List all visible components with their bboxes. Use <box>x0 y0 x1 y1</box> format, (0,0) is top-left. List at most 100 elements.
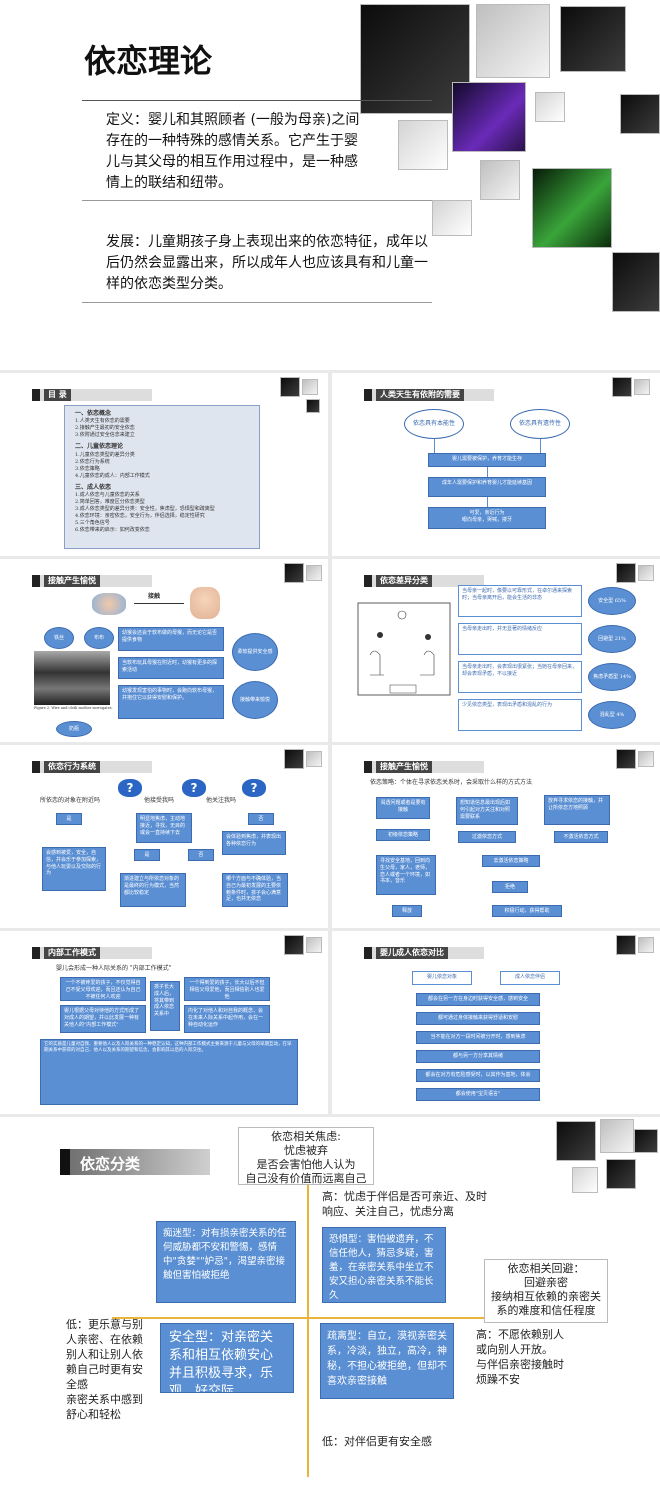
deco-square <box>284 563 304 583</box>
toc-item[interactable]: 2.简单回答，难度区分依恋类型 <box>75 499 145 506</box>
anxious-seeking-box: 明显地焦虑，主动地接近，寻找，无目的或会一直持续下去 <box>136 813 192 843</box>
oval-cloth: 布布 <box>84 627 114 649</box>
difference-row: 当母亲走出时，并无显著的情绪反应 <box>458 623 582 655</box>
strategy-subtitle: 依恋策略：个体在寻求依恋关系时，会采取什么样的方式方法 <box>370 779 533 786</box>
slide-header: 接触产生愉悦 <box>32 575 152 587</box>
no-box: 否 <box>188 849 214 861</box>
vertical-axis <box>307 1185 309 1477</box>
deco-square <box>280 377 300 397</box>
yes-box: 是 <box>134 849 160 861</box>
comparison-row: 当不能在对方一段时间被分开时，感到焦虑 <box>416 1031 540 1044</box>
toc-item[interactable]: 1.成人依恋与儿童依恋的关系 <box>75 492 140 499</box>
box-release: 释放 <box>392 905 422 917</box>
deco-square <box>638 751 654 767</box>
attachment-type-oval: 混乱型 4% <box>588 701 636 729</box>
dismissive-type-box: 疏离型：自立，漠视亲密关系，冷淡，独立，高冷，神秘，不担心被拒绝，但却不喜欢亲密… <box>320 1323 454 1399</box>
box-active-help: 积极行动，获得帮助 <box>492 905 562 917</box>
finding-box-1: 幼猴会还会于软布做的母猴，而无论它是否提供食物 <box>118 627 224 651</box>
deco-square <box>302 379 318 395</box>
title-bar <box>60 1149 210 1175</box>
box-infant-needs-protection: 婴儿需要被保护，养育才能生存 <box>428 453 546 467</box>
slide-attachment-behavior-system: 依恋行为系统 ? ? ? 所依恋的对象在附近吗 他接受我吗 他关注我吗 是 否 … <box>0 745 328 928</box>
deco-square-purple <box>452 82 526 152</box>
toc-item[interactable]: 2.依恋行为系统 <box>75 458 110 465</box>
toc-item[interactable]: 2.接触产生最初的安全依恋 <box>75 425 135 432</box>
slide-title: 依恋分类 <box>80 1155 141 1173</box>
question-mark-icon: ? <box>242 779 266 797</box>
finding-box-2: 当软布玩具母猴在附近时，幼猴有更多的探索活动 <box>118 657 224 679</box>
deco-square <box>360 4 470 114</box>
slide-attachment-strategy: 接触产生愉悦 依恋策略：个体在寻求依恋关系时，会采取什么样的方式方法 渴透问题或… <box>332 745 660 928</box>
comparison-row: 都会使用"宝贝语言" <box>416 1088 540 1101</box>
attachment-type-oval: 回避型 21% <box>588 625 636 653</box>
toc-item[interactable]: 1.人类天生有依恋的需要 <box>75 418 130 425</box>
finding-box-3: 幼猴发现害怕的事物时，会跑向软布母猴，并抱住它以获得安慰和保护。 <box>118 685 224 719</box>
deco-square <box>606 1159 636 1189</box>
anxiety-behavior-box: 会体验到焦虑，并表现出各种依恋行为 <box>222 831 286 855</box>
deco-square <box>616 749 636 769</box>
connector <box>540 439 541 453</box>
infant-header: 婴儿依恋对象 <box>412 971 472 985</box>
comparison-row: 都与另一方分享其情绪 <box>416 1050 540 1063</box>
box-give-up: 放弃寻求依恋的接触，并让所依恋方地照顾 <box>544 795 610 825</box>
slide-title: 依恋理论 <box>84 42 213 80</box>
deco-square <box>432 200 472 236</box>
deco-square <box>638 937 654 953</box>
definition-text: 定义：婴儿和其照顾者 (一般为母亲)之间存在的一种特殊的感情关系。它产生于婴儿与… <box>106 112 360 191</box>
baby-image <box>92 593 126 615</box>
divider-line <box>82 302 432 303</box>
expectation-box: 婴儿根据父母对待他的方式形成了对成人的期望，并以此发展一种有关他人的"内部工作模… <box>60 1005 146 1033</box>
oval-bottle: 奶瓶 <box>56 721 92 737</box>
secure-outcome-box: 会感到被爱，安全，自信，并会乐于参加探索，与他人玩耍以及交际的行为 <box>42 847 106 891</box>
slide-header: 依恋差异分类 <box>364 575 484 587</box>
toc-item[interactable]: 5.三个角色信号 <box>75 520 110 527</box>
difference-row: 少见依恋类型，表现出矛盾和混乱的行为 <box>458 699 582 731</box>
toc-section-title: 三、成人依恋 <box>75 483 112 491</box>
deco-square <box>620 94 660 134</box>
slide-attachment-differences: 依恋差异分类 当母亲一起时，像要以可靠形式，在卓尔通来探索时；当母亲离开后，能会… <box>332 559 660 742</box>
slide-contact-comfort: 接触产生愉悦 接触 铁丝 布布 Figure 2. Wire and cloth… <box>0 559 328 742</box>
box-non-activation: 不激活依恋方式 <box>554 831 608 843</box>
deco-square <box>535 92 565 122</box>
toc-item[interactable]: 3.成人依恋类型的差异分类：安全性，焦虑型，恐惧型和疏离型 <box>75 506 215 513</box>
difference-row: 当母亲走出时，会表现出很紧张；当她在母亲回来，却会表现矛盾，不以接近 <box>458 661 582 693</box>
connector <box>487 497 488 507</box>
toc-item[interactable]: 4.依恋环境：亲密依恋，安全行为，伴侣选择，稳定性研究 <box>75 513 205 520</box>
toc-section-title: 一、依恋概念 <box>75 410 112 417</box>
low-avoidance-text: 低：更乐意与别人亲密、在依赖别人和让别人依赖自己时更有安全感 亲密关系中感到舒心… <box>66 1318 143 1421</box>
deco-square <box>306 565 322 581</box>
deco-square <box>634 379 650 395</box>
slide-attachment-theory: 依恋理论 定义：婴儿和其照顾者 (一般为母亲)之间存在的一种特殊的感情关系。它产… <box>0 0 660 370</box>
deco-square <box>556 1121 596 1161</box>
deco-square <box>284 935 304 955</box>
box-deactivation-strategy: 去激活依恋策略 <box>482 855 540 867</box>
yes-box: 是 <box>56 813 82 825</box>
question-mark-icon: ? <box>182 779 206 797</box>
no-box: 否 <box>248 813 274 825</box>
deco-square <box>634 1129 658 1153</box>
slide-internal-working-model: 内部工作模式 婴儿会形成一种人际关系的 "内部工作模式" 一个不被疼爱的孩子，不… <box>0 931 328 1114</box>
deco-square <box>306 937 322 953</box>
toc-item[interactable]: 1.儿童依恋类型的差异分类 <box>75 451 135 458</box>
difference-row: 当母亲一起时，像要以可靠形式，在卓尔通来探索时；当母亲离开后，能会生活的非态 <box>458 585 582 617</box>
anxiety-dimension-box: 依恋相关焦虑: 忧虑被弃 是否会害怕他人认为 自己没有价值而远离自己 <box>238 1127 374 1185</box>
model-explanation-box: 它的实质是儿童对自我、重要他人以及人际关系的一种稳定认知，这种内部工作模式主要来… <box>40 1039 298 1105</box>
comparison-row: 都可通过身体接触来获得舒适和安慰 <box>416 1012 540 1025</box>
oval-heredity: 依恋具有遗传性 <box>510 409 570 439</box>
strange-situation-diagram <box>357 602 451 696</box>
slide-header: 接触产生愉悦 <box>364 761 484 773</box>
slide-header: 内部工作模式 <box>32 947 152 959</box>
deco-square <box>616 935 636 955</box>
box-question: 渴透问题或者是要有接触 <box>376 797 430 819</box>
box-hyperactivation: 过激依恋方式 <box>458 831 516 843</box>
slide-header-label: 接触产生愉悦 <box>44 575 100 587</box>
toc-item[interactable]: 4.儿童依恋的成人：内部工作模式 <box>75 472 150 479</box>
deco-square <box>600 1119 634 1153</box>
toc-item[interactable]: 3.依恋策略 <box>75 465 100 472</box>
toc-item[interactable]: 3.依附通过安全信念来建立 <box>75 432 135 439</box>
question-nearby: 所依恋的对象在附近吗 <box>40 797 101 804</box>
connector <box>487 467 488 477</box>
oval-softness-safety: 柔软提供安全感 <box>232 633 278 671</box>
unloved-child-box: 一个不被疼爱的孩子，不仅觉得自己不受父母欢迎，而且还认为自己不被任何人欢迎 <box>60 977 146 1001</box>
toc-item[interactable]: 6.依恋带来的启示：如何改变依恋 <box>75 527 150 534</box>
